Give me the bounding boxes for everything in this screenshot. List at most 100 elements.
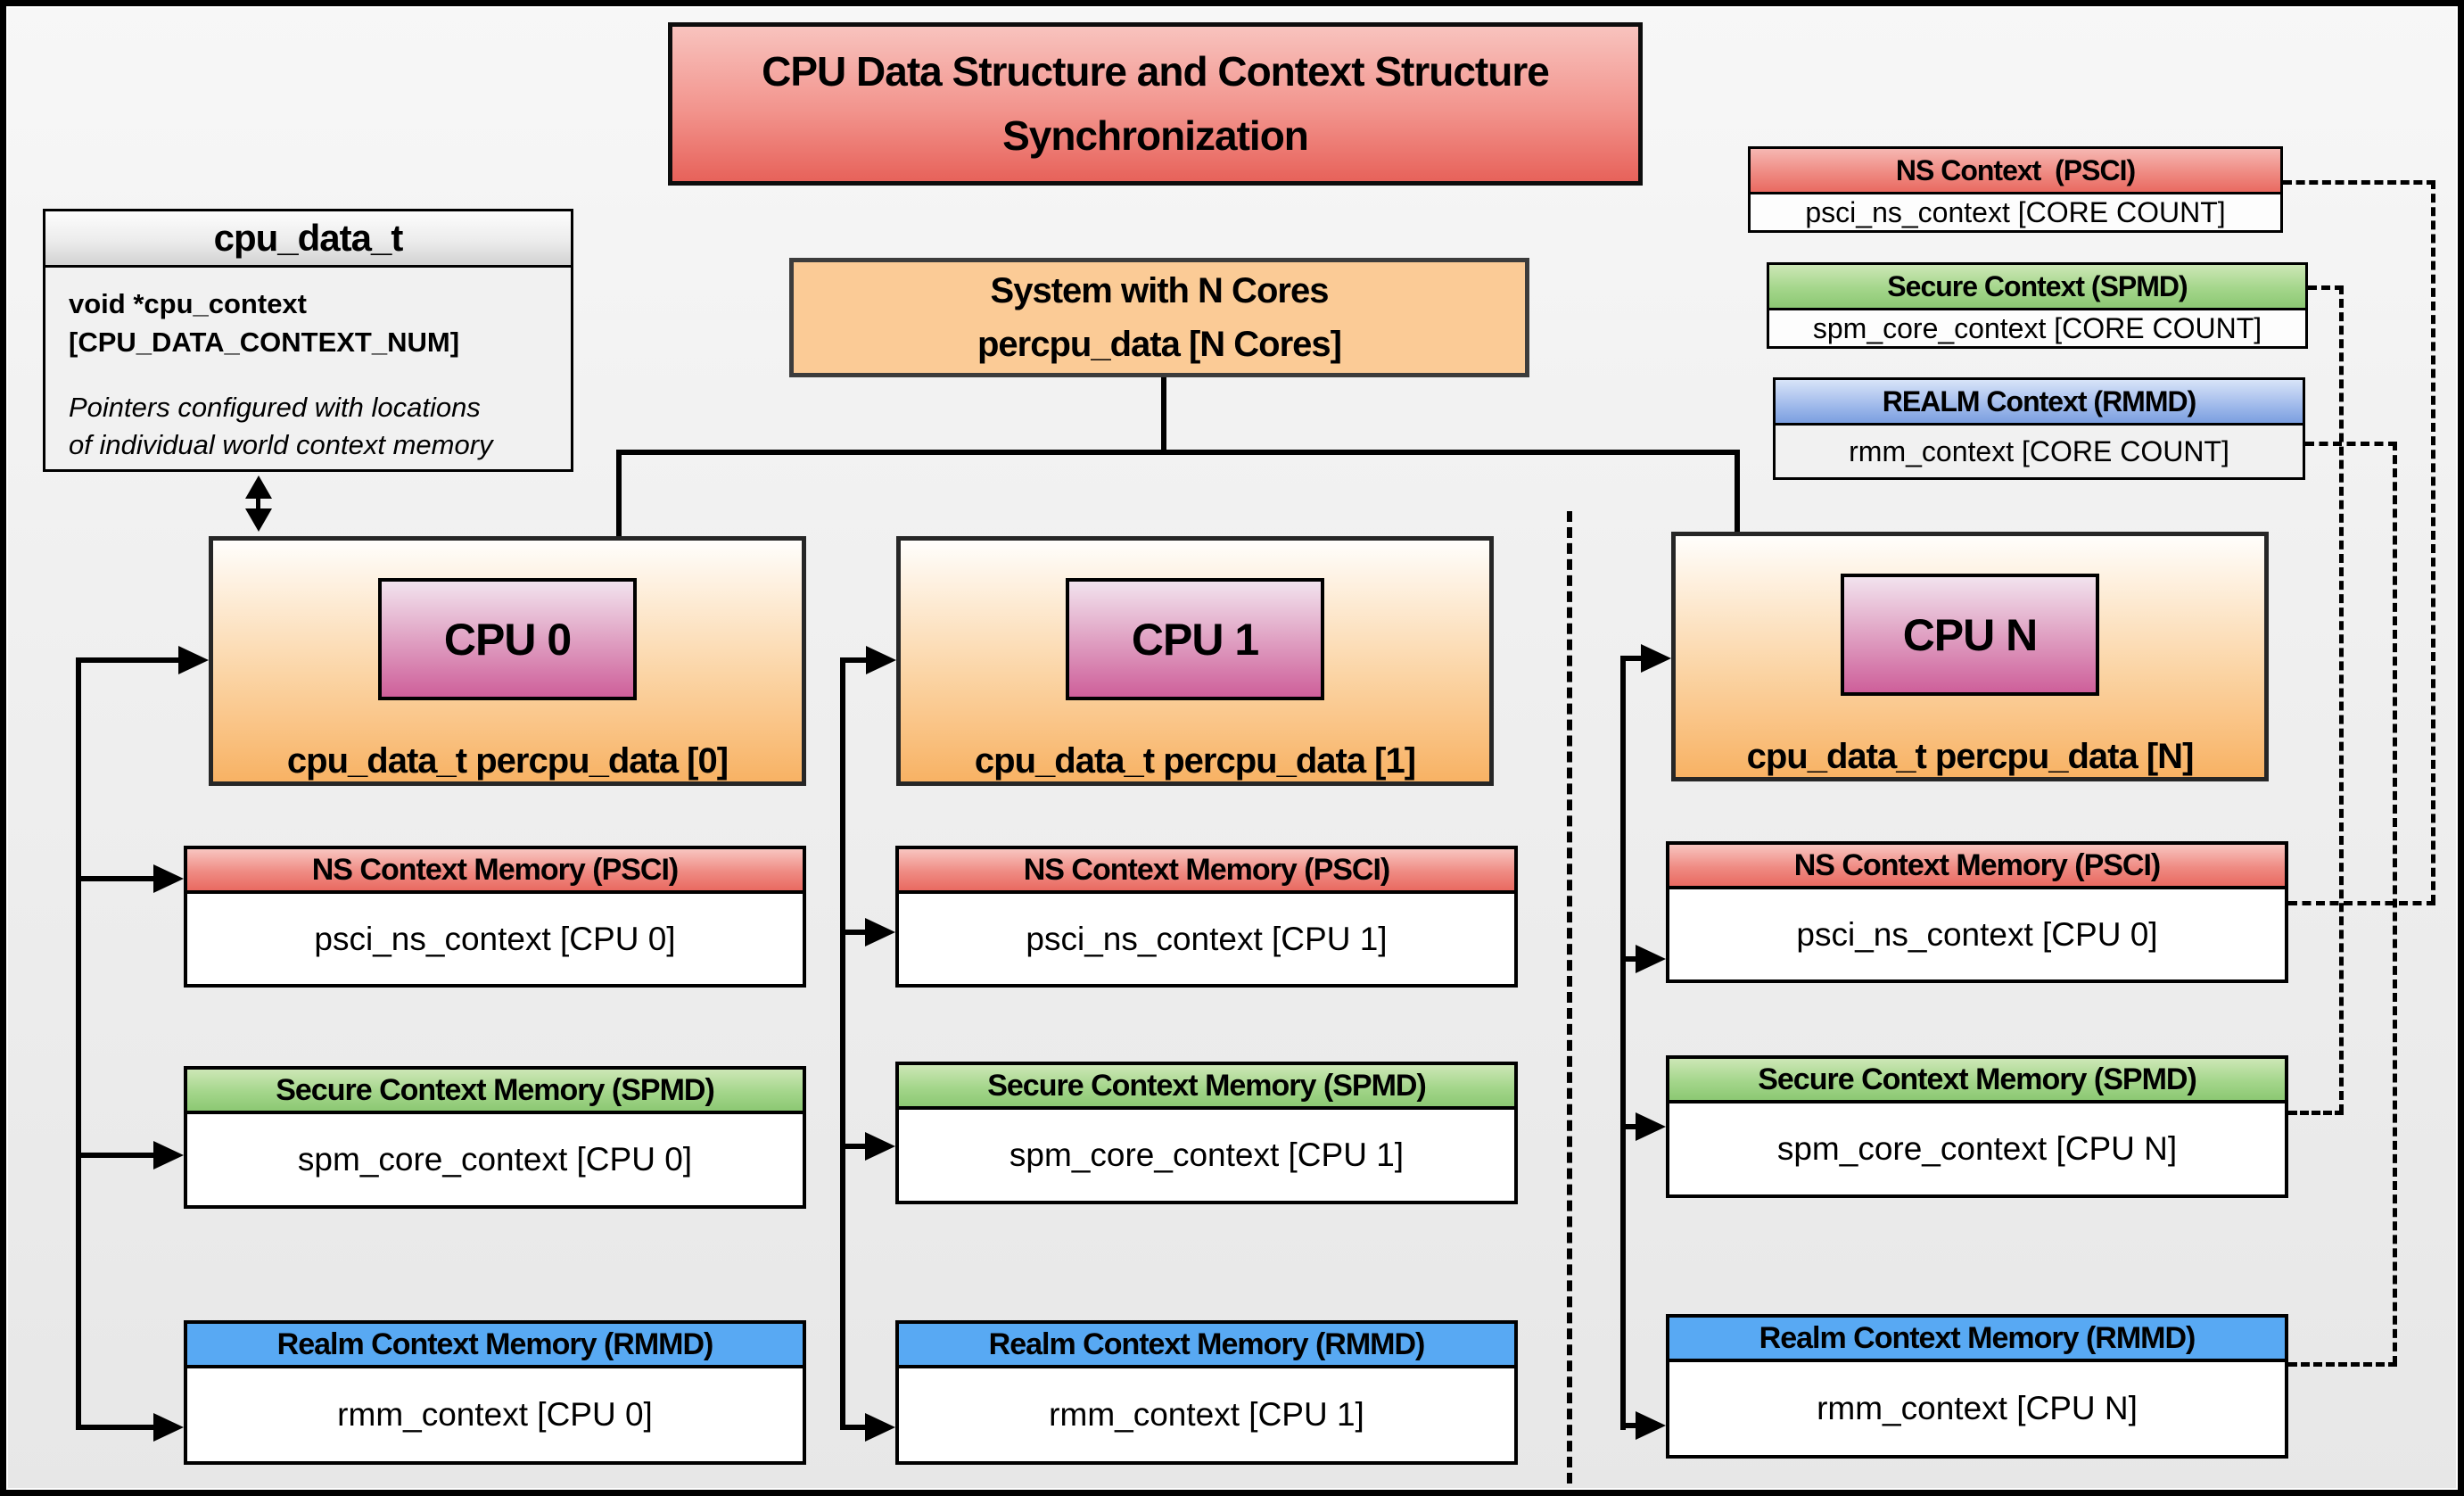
legend-secure-context-header: Secure Context (SPMD) bbox=[1769, 265, 2305, 310]
cpuN-box-arrow-line bbox=[1620, 656, 1644, 661]
cpu1-percpu-data-label: cpu_data_t percpu_data [1] bbox=[974, 741, 1416, 781]
cpuN-bus-line bbox=[1620, 656, 1626, 1430]
cpuN-box-arrow-icon bbox=[1641, 644, 1671, 673]
cpu1-spm-arrow-icon bbox=[865, 1132, 895, 1161]
cpu1-secure-context-memory-box: Secure Context Memory (SPMD) spm_core_co… bbox=[895, 1062, 1518, 1204]
cpu1-realm-context-memory-body: rmm_context [CPU 1] bbox=[1049, 1396, 1364, 1433]
cpu1-ns-context-memory-body: psci_ns_context [CPU 1] bbox=[1026, 920, 1388, 957]
cpu1-bus-line bbox=[840, 657, 845, 1430]
legend-realm-context-header: REALM Context (RMMD) bbox=[1776, 380, 2303, 426]
cpuN-ns-arrow-line bbox=[1620, 956, 1639, 962]
struct-link-dashed-line bbox=[256, 496, 260, 510]
cpuN-secure-context-memory-box: Secure Context Memory (SPMD) spm_core_co… bbox=[1666, 1055, 2288, 1198]
legend-ns-context-body: psci_ns_context [CORE COUNT] bbox=[1805, 195, 2226, 228]
legend-secure-context-box: Secure Context (SPMD) spm_core_context [… bbox=[1767, 262, 2308, 349]
cpuN-rmm-arrow-icon bbox=[1636, 1411, 1666, 1440]
cpu1-ns-arrow-line bbox=[840, 930, 869, 935]
cpu1-ns-context-memory-header: NS Context Memory (PSCI) bbox=[899, 849, 1514, 894]
cpu0-rmm-arrow-line bbox=[76, 1425, 157, 1430]
cpu-context-field-line-1: void *cpu_context bbox=[69, 288, 307, 319]
branch-right-drop-line bbox=[1735, 450, 1740, 532]
cpuN-box: CPU N cpu_data_t percpu_data [N] bbox=[1671, 532, 2269, 781]
cpu1-secure-context-memory-body: spm_core_context [CPU 1] bbox=[1009, 1136, 1405, 1173]
cpu-data-t-body: void *cpu_context [CPU_DATA_CONTEXT_NUM]… bbox=[45, 268, 571, 483]
system-box: System with N Cores percpu_data [N Cores… bbox=[789, 258, 1529, 377]
cpu0-percpu-data-label: cpu_data_t percpu_data [0] bbox=[286, 741, 729, 781]
realm-legend-dashed-v bbox=[2393, 442, 2397, 1365]
column-separator-dashed-line bbox=[1567, 511, 1572, 1484]
cpu0-bus-line bbox=[76, 657, 81, 1430]
secure-legend-dashed-v bbox=[2339, 285, 2344, 1113]
cpu0-secure-context-memory-header: Secure Context Memory (SPMD) bbox=[187, 1070, 803, 1114]
pointers-note-line-1: Pointers configured with locations bbox=[69, 391, 481, 423]
secure-legend-dashed-h1 bbox=[2308, 285, 2344, 290]
secure-legend-dashed-h2 bbox=[2288, 1111, 2344, 1115]
cpu0-box-arrow-line bbox=[76, 657, 182, 663]
system-line-1: System with N Cores bbox=[990, 271, 1330, 310]
cpu0-spm-arrow-line bbox=[76, 1153, 157, 1158]
legend-realm-context-body: rmm_context [CORE COUNT] bbox=[1776, 426, 2303, 477]
cpuN-spm-arrow-icon bbox=[1636, 1112, 1666, 1141]
cpu0-realm-context-memory-box: Realm Context Memory (RMMD) rmm_context … bbox=[184, 1320, 806, 1465]
realm-legend-dashed-h2 bbox=[2288, 1362, 2397, 1367]
cpu1-inner-box: CPU 1 bbox=[1066, 578, 1324, 700]
cpu0-realm-context-memory-body: rmm_context [CPU 0] bbox=[337, 1396, 653, 1433]
cpu0-spm-arrow-icon bbox=[153, 1141, 184, 1170]
pointers-note-line-2: of individual world context memory bbox=[69, 429, 493, 461]
cpu1-realm-context-memory-box: Realm Context Memory (RMMD) rmm_context … bbox=[895, 1320, 1518, 1465]
cpu-data-t-box: cpu_data_t void *cpu_context [CPU_DATA_C… bbox=[43, 209, 573, 472]
cpu1-box: CPU 1 cpu_data_t percpu_data [1] bbox=[896, 536, 1494, 786]
cpu1-spm-arrow-line bbox=[840, 1144, 869, 1149]
realm-legend-dashed-h1 bbox=[2305, 442, 2397, 446]
cpu0-ns-context-memory-box: NS Context Memory (PSCI) psci_ns_context… bbox=[184, 846, 806, 988]
struct-link-arrow-down-icon bbox=[245, 508, 272, 532]
branch-left-drop-line bbox=[616, 450, 622, 536]
cpuN-secure-context-memory-body: spm_core_context [CPU N] bbox=[1776, 1130, 2178, 1167]
ns-legend-dashed-h2 bbox=[2288, 901, 2435, 905]
title-line-2: Synchronization bbox=[1002, 112, 1309, 159]
cpu0-rmm-arrow-icon bbox=[153, 1413, 184, 1442]
cpu0-ns-arrow-icon bbox=[153, 864, 184, 893]
cpu1-rmm-arrow-line bbox=[840, 1425, 869, 1430]
cpuN-spm-arrow-line bbox=[1620, 1124, 1639, 1129]
ns-legend-dashed-h1 bbox=[2283, 180, 2435, 185]
cpuN-rmm-arrow-line bbox=[1620, 1423, 1639, 1428]
title-line-1: CPU Data Structure and Context Structure bbox=[762, 48, 1550, 95]
legend-ns-context-box: NS Context (PSCI) psci_ns_context [CORE … bbox=[1748, 146, 2283, 233]
cpuN-ns-context-memory-body: psci_ns_context [CPU 0] bbox=[1796, 915, 2158, 953]
branch-bar-line bbox=[616, 450, 1740, 455]
cpu1-realm-context-memory-header: Realm Context Memory (RMMD) bbox=[899, 1324, 1514, 1368]
cpu0-secure-context-memory-box: Secure Context Memory (SPMD) spm_core_co… bbox=[184, 1066, 806, 1209]
cpu1-rmm-arrow-icon bbox=[865, 1413, 895, 1442]
cpu-data-t-header: cpu_data_t bbox=[45, 211, 571, 268]
system-drop-line bbox=[1161, 377, 1166, 455]
cpuN-percpu-data-label: cpu_data_t percpu_data [N] bbox=[1746, 737, 2195, 776]
cpu-context-field-line-2: [CPU_DATA_CONTEXT_NUM] bbox=[69, 326, 460, 358]
cpu0-box: CPU 0 cpu_data_t percpu_data [0] bbox=[209, 536, 806, 786]
cpuN-secure-context-memory-header: Secure Context Memory (SPMD) bbox=[1669, 1059, 2285, 1103]
cpuN-ns-context-memory-header: NS Context Memory (PSCI) bbox=[1669, 845, 2285, 889]
cpuN-realm-context-memory-box: Realm Context Memory (RMMD) rmm_context … bbox=[1666, 1314, 2288, 1459]
cpu0-inner-box: CPU 0 bbox=[378, 578, 637, 700]
ns-legend-dashed-v bbox=[2431, 180, 2435, 904]
system-line-2: percpu_data [N Cores] bbox=[977, 325, 1342, 364]
cpu0-ns-context-memory-header: NS Context Memory (PSCI) bbox=[187, 849, 803, 894]
cpuN-ns-context-memory-box: NS Context Memory (PSCI) psci_ns_context… bbox=[1666, 841, 2288, 983]
cpu1-ns-arrow-icon bbox=[865, 918, 895, 946]
cpuN-realm-context-memory-header: Realm Context Memory (RMMD) bbox=[1669, 1318, 2285, 1362]
cpuN-realm-context-memory-body: rmm_context [CPU N] bbox=[1817, 1390, 2138, 1426]
cpu1-box-arrow-line bbox=[840, 657, 869, 663]
cpu0-realm-context-memory-header: Realm Context Memory (RMMD) bbox=[187, 1324, 803, 1368]
cpu1-ns-context-memory-box: NS Context Memory (PSCI) psci_ns_context… bbox=[895, 846, 1518, 988]
legend-secure-context-body: spm_core_context [CORE COUNT] bbox=[1812, 311, 2262, 344]
legend-ns-context-header: NS Context (PSCI) bbox=[1751, 149, 2280, 194]
cpu0-ns-context-memory-body: psci_ns_context [CPU 0] bbox=[314, 920, 676, 957]
cpuN-inner-box: CPU N bbox=[1841, 574, 2099, 696]
title-box: CPU Data Structure and Context Structure… bbox=[668, 22, 1643, 186]
cpu0-secure-context-memory-body: spm_core_context [CPU 0] bbox=[297, 1141, 693, 1178]
cpu0-box-arrow-icon bbox=[178, 646, 209, 674]
cpu0-ns-arrow-line bbox=[76, 876, 157, 881]
cpuN-ns-arrow-icon bbox=[1636, 945, 1666, 973]
struct-link-arrow-up-icon bbox=[245, 475, 272, 499]
